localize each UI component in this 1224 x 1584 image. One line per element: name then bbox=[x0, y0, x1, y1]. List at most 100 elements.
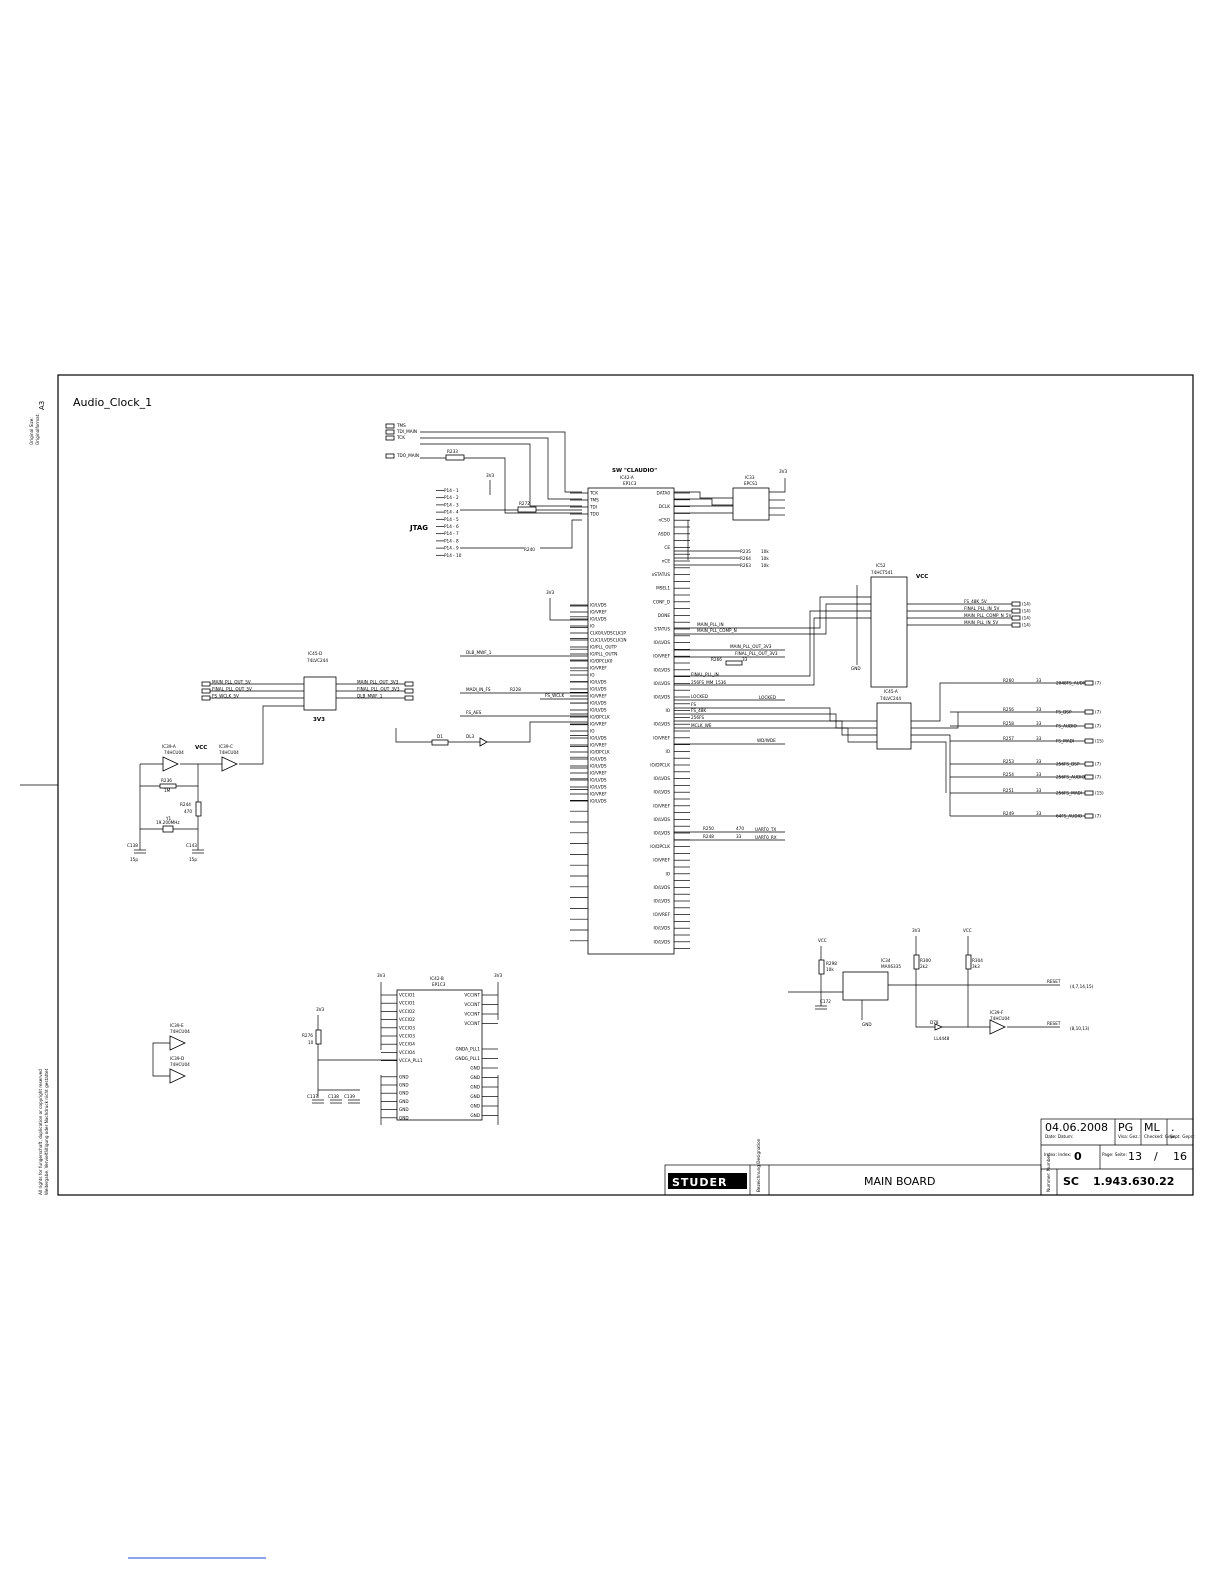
fpga-right-pin: ASDO bbox=[658, 531, 671, 536]
ic52-output-ref: (14) bbox=[1022, 602, 1031, 607]
ic42b-3v3-left: 3V3 bbox=[377, 973, 386, 978]
fpga-right-pin: IO/LVDS bbox=[653, 926, 670, 931]
r272-label: R272 bbox=[519, 501, 530, 506]
r248-val: 33 bbox=[736, 834, 742, 839]
reset-label: RESET bbox=[1047, 979, 1061, 984]
sig-fs-aes: FS_AES bbox=[466, 710, 482, 715]
reset-3v3: 3V3 bbox=[912, 928, 921, 933]
led-section: D1 DL3 bbox=[395, 721, 588, 747]
fpga-left-pin: IO/LVDS bbox=[590, 764, 607, 769]
ic42b-power: IC42-B EP1C3 VCCIO1VCCIO1VCCIO2VCCIO2VCC… bbox=[302, 973, 503, 1125]
jtag-input-port bbox=[385, 435, 395, 441]
ic39d-part: 74HCU04 bbox=[170, 1062, 190, 1067]
c138b-label: C138 bbox=[328, 1094, 339, 1099]
c143-val: 15p bbox=[189, 857, 197, 862]
fpga-left-pin: IO/VREF bbox=[590, 666, 607, 671]
fpga-left-pin: IO/VREF bbox=[590, 743, 607, 748]
ic45d-input-label: MAIN_PLL_OUT_5V bbox=[212, 680, 251, 685]
jtag-pin-label: P14 - 2 bbox=[444, 495, 459, 500]
sig-dlb-left: DLB_MWF_1 bbox=[466, 650, 492, 655]
y1-val: 19.200MHz bbox=[156, 820, 180, 825]
ic45a-port bbox=[1084, 709, 1094, 715]
reset-port: (4,7,14,15) bbox=[1070, 984, 1094, 989]
r244-label: R244 bbox=[180, 802, 191, 807]
ic45a-res-ref: R253 bbox=[1003, 759, 1014, 764]
fpga-left-pin: IO/DPCLK bbox=[590, 750, 610, 755]
svg-text:Original Size:: Original Size: bbox=[29, 417, 34, 445]
ic52-vcc: VCC bbox=[916, 574, 928, 580]
r300-resistor bbox=[913, 954, 920, 970]
tb-checked: ML bbox=[1144, 1121, 1160, 1134]
fpga-ic42a: SW "CLAUDIO" IC42-A EP1C3 TCKTMSTDITDOIO… bbox=[570, 468, 690, 955]
fpga-left-pin: IO bbox=[590, 673, 595, 678]
r276-val: 10 bbox=[308, 1040, 314, 1045]
ic45d-input-label: FS_WCLK_5V bbox=[212, 694, 239, 699]
jtag-input-port bbox=[385, 423, 395, 429]
ic42b-right-pin: GNDA_PLL1 bbox=[456, 1047, 481, 1052]
tb-index: 0 bbox=[1074, 1150, 1082, 1163]
ic33-config-device: IC33 EPCS1 3V3 R235 R264 R263 10k 10k 10… bbox=[674, 469, 788, 568]
ic45d-input-port bbox=[201, 695, 211, 701]
fpga-left-pin: TCK bbox=[589, 491, 598, 496]
r266-val: 33 bbox=[742, 657, 748, 662]
ic42b-right-pin: VCCINT bbox=[464, 993, 480, 998]
studer-logo-bg bbox=[668, 1173, 747, 1189]
fpga-left-pin: IO bbox=[590, 624, 595, 629]
dl3-led bbox=[479, 737, 488, 747]
ic42b-right-pin: GND bbox=[470, 1085, 480, 1090]
ic45a-port-ref: (7) bbox=[1095, 724, 1101, 729]
osc-vcc: VCC bbox=[195, 745, 207, 751]
d78-label: D78 bbox=[930, 1020, 939, 1025]
ic34-ref: IC34 bbox=[881, 958, 891, 963]
ic52-output-ref: (14) bbox=[1022, 609, 1031, 614]
fpga-sw-label: SW "CLAUDIO" bbox=[612, 468, 657, 474]
ic42b-right-pin: VCCINT bbox=[464, 1021, 480, 1026]
jtag-input-port bbox=[385, 453, 395, 459]
fpga-right-pin: IO/LVDS bbox=[653, 939, 670, 944]
ic42b-left-pin: GND bbox=[399, 1083, 409, 1088]
c172-label: C172 bbox=[820, 999, 831, 1004]
fpga-right-pin: IO/LVDS bbox=[653, 667, 670, 672]
fpga-left-pin: IO/LVDS bbox=[590, 785, 607, 790]
fpga-left-pin: IO/VREF bbox=[590, 771, 607, 776]
c143-label: C143 bbox=[186, 843, 197, 848]
fpga-left-pin: IO/LVDS bbox=[590, 680, 607, 685]
c138-val: 15p bbox=[130, 857, 138, 862]
fpga-left-3v3: 3V3 bbox=[546, 590, 555, 595]
ic39c-inverter bbox=[221, 756, 238, 772]
ic52-ref: IC52 bbox=[876, 563, 886, 568]
size-label: A3 bbox=[38, 401, 46, 410]
ic45a-port-ref: (7) bbox=[1095, 762, 1101, 767]
sig-wd: WD/WDE bbox=[757, 738, 776, 743]
sig-main-pll-comp: MAIN_PLL_COMP_N bbox=[697, 628, 737, 633]
ic52-output-port bbox=[1011, 615, 1021, 621]
ic45a-res-ref: R256 bbox=[1003, 707, 1014, 712]
rights-text-1: All rights for fungerschaft, duplication… bbox=[38, 1069, 43, 1195]
ic39d-ref: IC39-D bbox=[170, 1056, 184, 1061]
ic45a-port bbox=[1084, 774, 1094, 780]
ic42b-left-pin: GND bbox=[399, 1091, 409, 1096]
ic45d-input-label: FINAL_PLL_OUT_5V bbox=[212, 687, 252, 692]
fpga-right-pin: IO/LVDS bbox=[653, 831, 670, 836]
c138-label: C138 bbox=[127, 843, 138, 848]
jtag-input-label: TDO_MAIN bbox=[396, 453, 419, 458]
tb-designation: MAIN BOARD bbox=[864, 1175, 935, 1188]
reset-circuit: VCC VCC 3V3 R298 10k IC34 MAX6335 R300 2… bbox=[788, 928, 1094, 1041]
d78-part: LL4448 bbox=[934, 1036, 950, 1041]
fpga-left-pin: CLK1/LVDSCLK1N bbox=[590, 638, 627, 643]
ic42b-3v3-right: 3V3 bbox=[494, 973, 503, 978]
ic39e-ref: IC39-E bbox=[170, 1023, 184, 1028]
ic34-part: MAX6335 bbox=[881, 964, 901, 969]
fpga-left-pin: IO/LVDS bbox=[590, 757, 607, 762]
ic45a-port bbox=[1084, 790, 1094, 796]
r236-label: R236 bbox=[161, 778, 172, 783]
r304-resistor bbox=[965, 954, 972, 970]
margin-size-info: A3 bbox=[38, 401, 46, 410]
ic42a-part: EP1C3 bbox=[623, 481, 637, 486]
fpga-left-pin: TMS bbox=[589, 498, 599, 503]
d1-label: D1 bbox=[437, 734, 443, 739]
pull-val-3: 10k bbox=[761, 563, 769, 568]
tb-checked-label: Checked: Gepr.: bbox=[1144, 1134, 1177, 1139]
